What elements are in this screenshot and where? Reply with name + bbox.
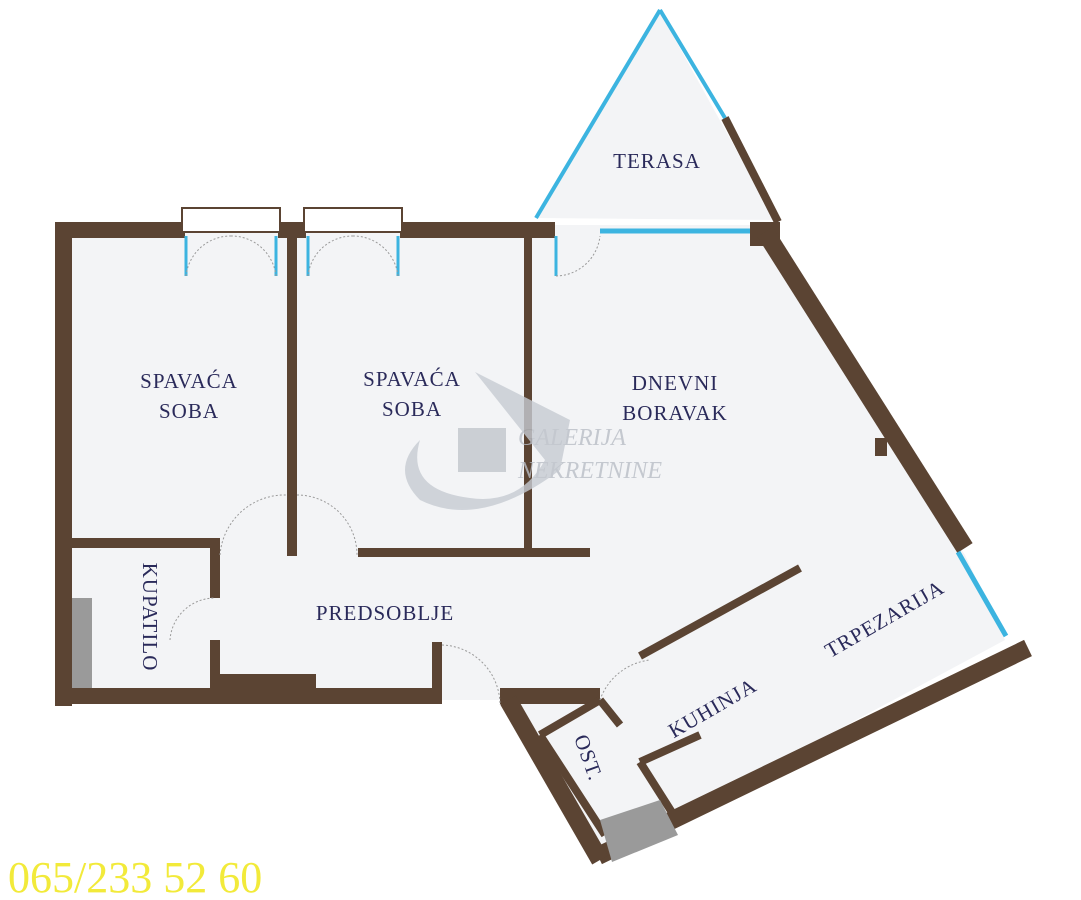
terrace-window-right [658, 8, 727, 120]
phone-number: 065/233 52 60 [8, 853, 262, 900]
label-bedroom2-line1: SPAVAĆA [363, 367, 461, 391]
door-swings [169, 235, 651, 706]
terrace-wall-right [721, 116, 782, 224]
label-terasa: TERASA [613, 149, 701, 173]
windows [181, 207, 750, 276]
label-bedroom1-line2: SOBA [159, 399, 219, 423]
label-bathroom: KUPATILO [138, 563, 162, 672]
outer-wall-right [757, 227, 1009, 638]
walls [55, 222, 780, 706]
terrace [534, 8, 782, 224]
dining-window [955, 550, 1009, 638]
watermark-line2: NEKRETNINE [517, 458, 662, 484]
kitchen-walls [536, 564, 802, 838]
label-bedroom2-line2: SOBA [382, 397, 442, 421]
label-living-line2: BORAVAK [622, 401, 727, 425]
watermark-line1: GALERIJA [518, 425, 626, 451]
window-bedroom1 [181, 207, 281, 233]
bathtub-icon [72, 598, 92, 688]
label-living-line1: DNEVNI [632, 371, 718, 395]
window-bedroom2 [303, 207, 403, 233]
watermark-grid-icon [458, 428, 506, 472]
terrace-window-left [534, 8, 662, 220]
appliances [72, 598, 678, 862]
watermark-swoosh-icon [405, 372, 570, 510]
watermark: GALERIJA NEKRETNINE [405, 372, 662, 510]
label-bedroom1-line1: SPAVAĆA [140, 369, 238, 393]
label-hallway: PREDSOBLJE [316, 601, 454, 625]
storage-unit-icon [600, 800, 678, 862]
